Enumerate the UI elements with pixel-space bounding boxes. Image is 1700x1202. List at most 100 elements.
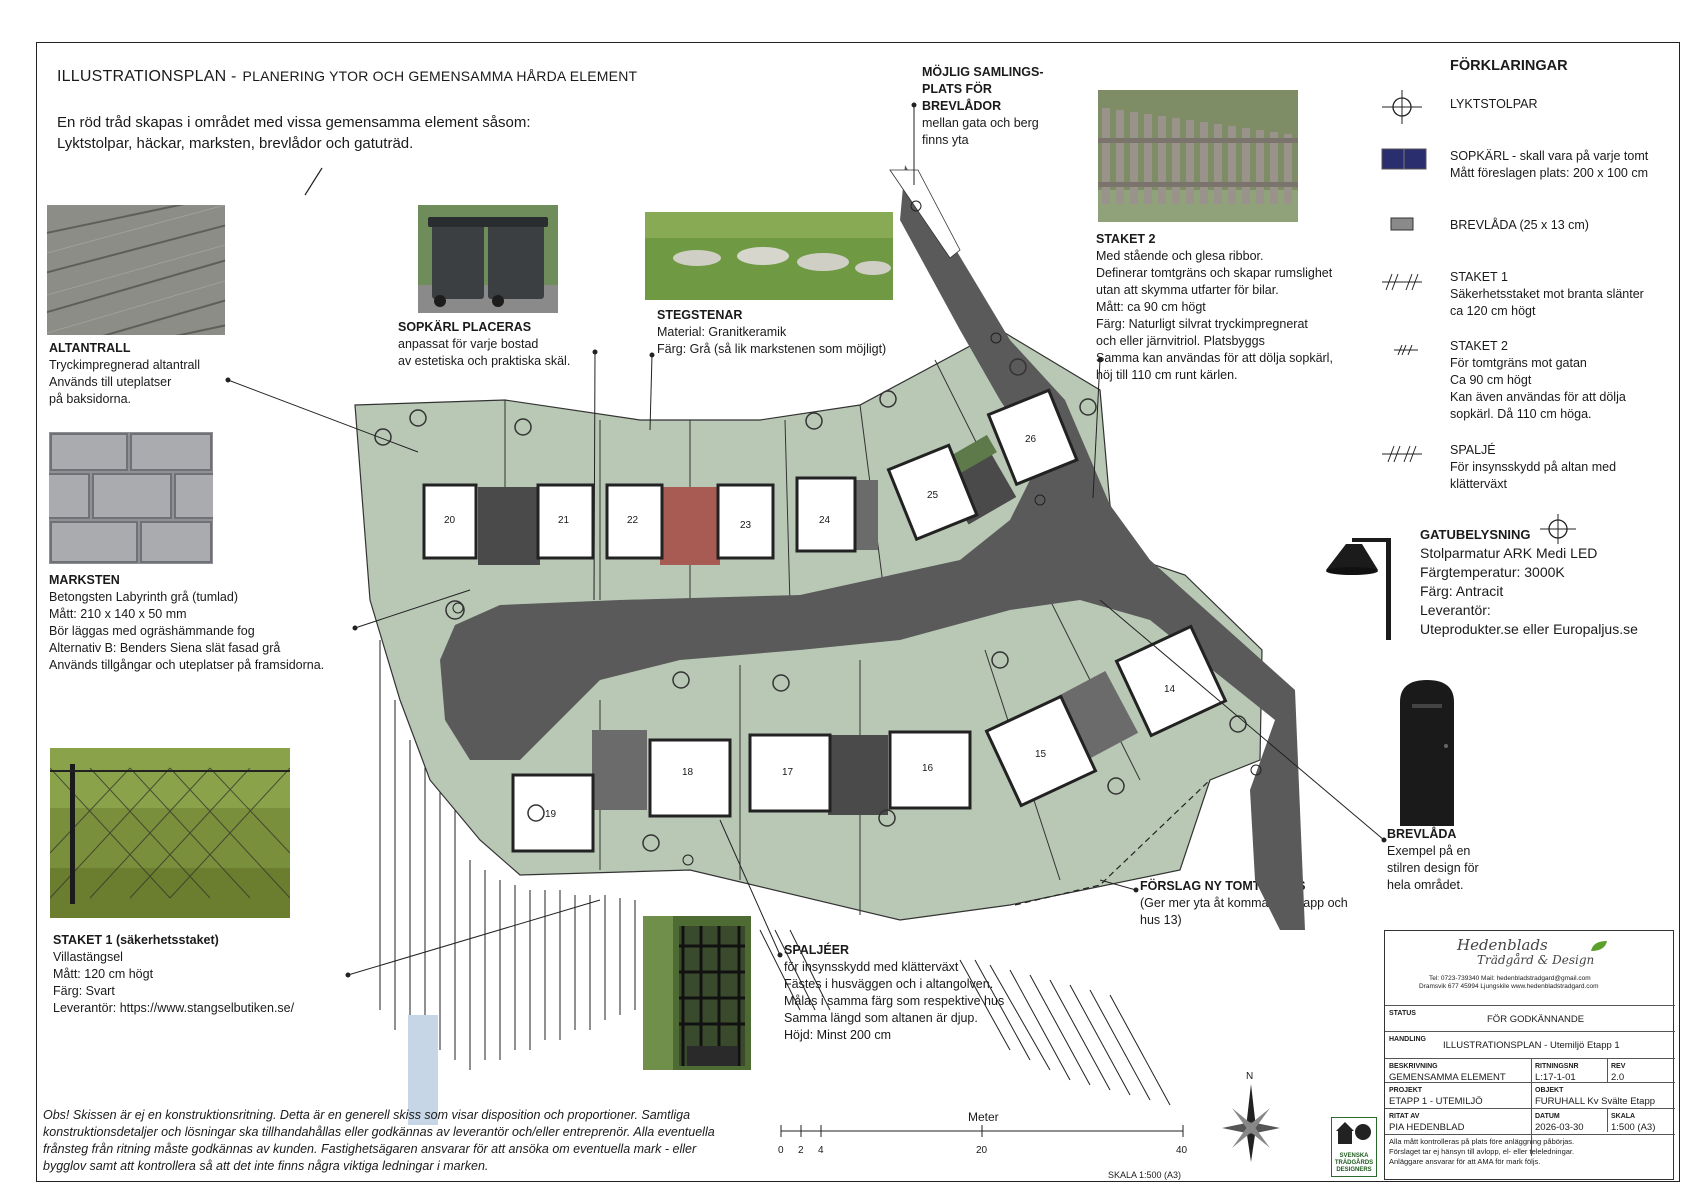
logo-line2: Trädgård & Design bbox=[1477, 953, 1595, 967]
mailbox-photo bbox=[1400, 680, 1454, 826]
house-24 bbox=[795, 476, 857, 553]
stream bbox=[408, 1015, 438, 1125]
scale-bar bbox=[780, 1125, 1184, 1137]
page-title: ILLUSTRATIONSPLAN -PLANERING YTOR OCH GE… bbox=[57, 68, 638, 85]
street bbox=[440, 165, 1305, 930]
bins-photo bbox=[418, 205, 558, 313]
paving-stone-photo bbox=[49, 432, 213, 564]
legend-title: FÖRKLARINGAR bbox=[1450, 58, 1568, 74]
leaf-icon bbox=[1591, 941, 1607, 951]
house-label: 15 bbox=[1035, 749, 1047, 760]
svenska-tradgardsdesigners-logo: SVENSKA TRÄDGÅRDS DESIGNERS bbox=[1331, 1117, 1377, 1177]
skala-field: SKALA 1:500 (A3) bbox=[1611, 1113, 1656, 1133]
scale-tick: 4 bbox=[818, 1145, 824, 1156]
carport bbox=[592, 730, 647, 810]
house-17 bbox=[748, 733, 832, 813]
street-light-symbol-icon bbox=[1540, 514, 1576, 544]
handling-field: HANDLING ILLUSTRATIONSPLAN - Utemiljö Et… bbox=[1389, 1036, 1620, 1051]
drawing-frame bbox=[36, 42, 1680, 1182]
hedge bbox=[947, 434, 997, 475]
house-label: 19 bbox=[545, 809, 557, 820]
houses bbox=[422, 388, 1228, 853]
scale-tick: 2 bbox=[798, 1145, 804, 1156]
contact-line1: Tel: 0723-739340 Mail: hedenbladstradgar… bbox=[1429, 975, 1591, 982]
note-sopkarl: SOPKÄRL PLACERAS anpassat för varje bost… bbox=[398, 320, 571, 368]
logo-line1: Hedenblads bbox=[1457, 936, 1548, 954]
decking-photo bbox=[47, 205, 225, 335]
stepping-stones-photo bbox=[645, 212, 893, 300]
trellis-photo bbox=[643, 916, 751, 1070]
contact-line2: Dramsvik 677 45994 Ljungskile www.hedenb… bbox=[1419, 983, 1599, 990]
mailbox-gathering-spot bbox=[889, 169, 961, 259]
house-label: 24 bbox=[819, 515, 831, 526]
disclaimer-note: Obs! Skissen är ej en konstruktionsritni… bbox=[43, 1108, 715, 1173]
house-label: 14 bbox=[1164, 684, 1176, 695]
house-tree-icon bbox=[1336, 1122, 1371, 1144]
carport bbox=[478, 487, 540, 565]
slope-hatching bbox=[379, 640, 1171, 1106]
note-marksten: MARKSTEN Betongsten Labyrinth grå (tumla… bbox=[49, 573, 325, 672]
legend-item-mailbox: BREVLÅDA (25 x 13 cm) bbox=[1450, 218, 1589, 232]
note-samlingsplats: MÖJLIG SAMLINGS- PLATS FÖR BREVLÅDOR mel… bbox=[922, 65, 1044, 147]
house-label: 26 bbox=[1025, 434, 1037, 445]
street-light-photo bbox=[1326, 538, 1391, 640]
scale-tick: 40 bbox=[1176, 1145, 1188, 1156]
house-label: 18 bbox=[682, 767, 694, 778]
scale-caption: SKALA 1:500 (A3) bbox=[1108, 1170, 1182, 1180]
house-label: 17 bbox=[782, 767, 794, 778]
house-label: 22 bbox=[627, 515, 639, 526]
note-staket1: STAKET 1 (säkerhetsstaket) Villastängsel… bbox=[53, 933, 295, 1015]
intro-text: En röd tråd skapas i området med vissa g… bbox=[57, 114, 531, 152]
house-label: 23 bbox=[740, 520, 752, 531]
scale-tick: 20 bbox=[976, 1145, 988, 1156]
ritningsnr-field: RITNINGSNR L:17-1-01 bbox=[1535, 1063, 1579, 1083]
house-label: 21 bbox=[558, 515, 570, 526]
lamp-posts bbox=[452, 200, 1262, 866]
fence-photo bbox=[1098, 90, 1298, 222]
title-block: Hedenblads Trädgård & Design Tel: 0723-7… bbox=[1384, 930, 1675, 1180]
scale-tick: 0 bbox=[778, 1145, 784, 1156]
beskrivning-field: BESKRIVNING GEMENSAMMA ELEMENT bbox=[1389, 1063, 1506, 1083]
title-block-footer: Alla mått kontrolleras på plats före anl… bbox=[1389, 1137, 1575, 1166]
carport bbox=[1056, 670, 1139, 759]
ritat-av-field: RITAT AV PIA HEDENBLAD bbox=[1389, 1113, 1465, 1133]
fence2-symbol-icon bbox=[1394, 344, 1418, 356]
house-21 bbox=[536, 483, 595, 560]
house-16 bbox=[888, 730, 972, 810]
house-22 bbox=[605, 483, 664, 560]
leader-lines bbox=[225, 102, 1387, 978]
objekt-field: OBJEKT FURUHALL Kv Svälte Etapp bbox=[1535, 1087, 1656, 1107]
status-field: STATUS FÖR GODKÄNNANDE bbox=[1389, 1010, 1585, 1025]
trellis-symbol-icon bbox=[1382, 445, 1422, 463]
house-23 bbox=[716, 483, 775, 560]
bin-symbol-icon bbox=[1381, 148, 1427, 170]
house-26 bbox=[986, 388, 1079, 487]
north-arrow-icon bbox=[1222, 1084, 1280, 1162]
fence1-symbol-icon bbox=[1382, 273, 1422, 291]
house-label: 25 bbox=[927, 490, 939, 501]
note-staket2: STAKET 2 Med stående och glesa ribbor.De… bbox=[1096, 232, 1333, 382]
wire-fence-photo bbox=[50, 748, 290, 918]
title-slash bbox=[304, 167, 323, 196]
house-15 bbox=[984, 694, 1098, 808]
house-label: 20 bbox=[444, 515, 456, 526]
projekt-field: PROJEKT ETAPP 1 - UTEMILJÖ bbox=[1389, 1087, 1483, 1107]
scale-label: Meter bbox=[968, 1110, 999, 1124]
house-18 bbox=[648, 738, 732, 818]
house-25 bbox=[886, 443, 979, 542]
legend-item-lamp: LYKTSTOLPAR bbox=[1450, 97, 1538, 111]
lamp-post-symbol-icon bbox=[1382, 90, 1422, 124]
house-14 bbox=[1114, 624, 1228, 738]
note-spaljeer: SPALJÉER för insynsskydd med klätterväxt… bbox=[784, 943, 1005, 1042]
rev-field: REV 2.0 bbox=[1611, 1063, 1626, 1083]
north-label: N bbox=[1246, 1071, 1254, 1082]
